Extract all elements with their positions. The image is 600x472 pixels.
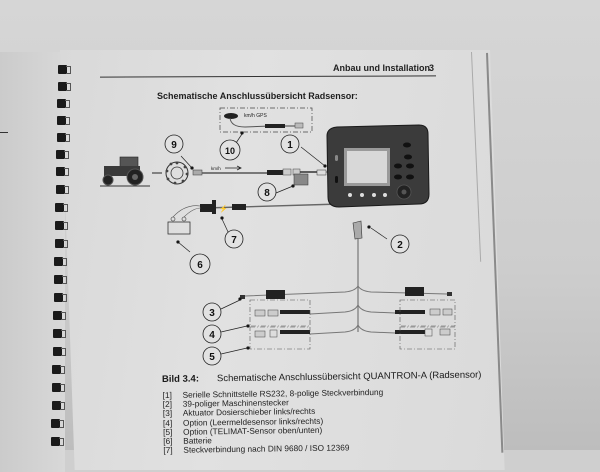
left-page-rule (0, 132, 8, 133)
figure-label: Bild 3.4: (161, 373, 200, 385)
callout-8: 8 (257, 182, 277, 202)
wheel-sensor-icon (165, 161, 189, 185)
callout-9: 9 (164, 134, 184, 154)
callout-10: 10 (219, 139, 241, 161)
svg-text:2: 2 (397, 240, 403, 251)
callout-6: 6 (189, 253, 211, 275)
section-title: Schematische Anschlussübersicht Radsenso… (157, 91, 358, 101)
svg-text:3: 3 (209, 308, 215, 319)
running-header: Anbau und Installation (333, 63, 430, 73)
svg-text:4: 4 (209, 330, 215, 341)
callout-4: 4 (202, 324, 222, 344)
gps-option-box: km/h GPS (219, 107, 313, 133)
callout-1: 1 (280, 134, 300, 154)
figure-legend: [1]Serielle Schnittstelle RS232, 8-polig… (163, 387, 385, 455)
quantron-terminal-icon (326, 124, 430, 208)
callout-7: 7 (224, 229, 244, 249)
svg-text:10: 10 (225, 146, 235, 156)
svg-text:5: 5 (209, 352, 215, 363)
gps-antenna-icon (224, 113, 238, 119)
battery-icon (167, 205, 202, 235)
callout-5: 5 (202, 346, 222, 366)
gps-label: km/h GPS (244, 113, 267, 119)
speed-label: km/h (211, 166, 221, 171)
spiral-binding (50, 65, 71, 455)
tractor-icon (100, 156, 150, 187)
svg-text:7: 7 (231, 235, 237, 246)
wiring-diagram: km/h GPS km/h ⚡ (100, 107, 456, 366)
svg-text:9: 9 (171, 140, 177, 151)
page-number: 3 (429, 63, 435, 73)
callout-3: 3 (202, 302, 222, 322)
svg-text:⚡: ⚡ (219, 204, 228, 213)
callout-2: 2 (390, 234, 410, 254)
svg-text:8: 8 (264, 188, 270, 199)
svg-text:6: 6 (197, 260, 203, 271)
svg-text:1: 1 (287, 140, 293, 151)
